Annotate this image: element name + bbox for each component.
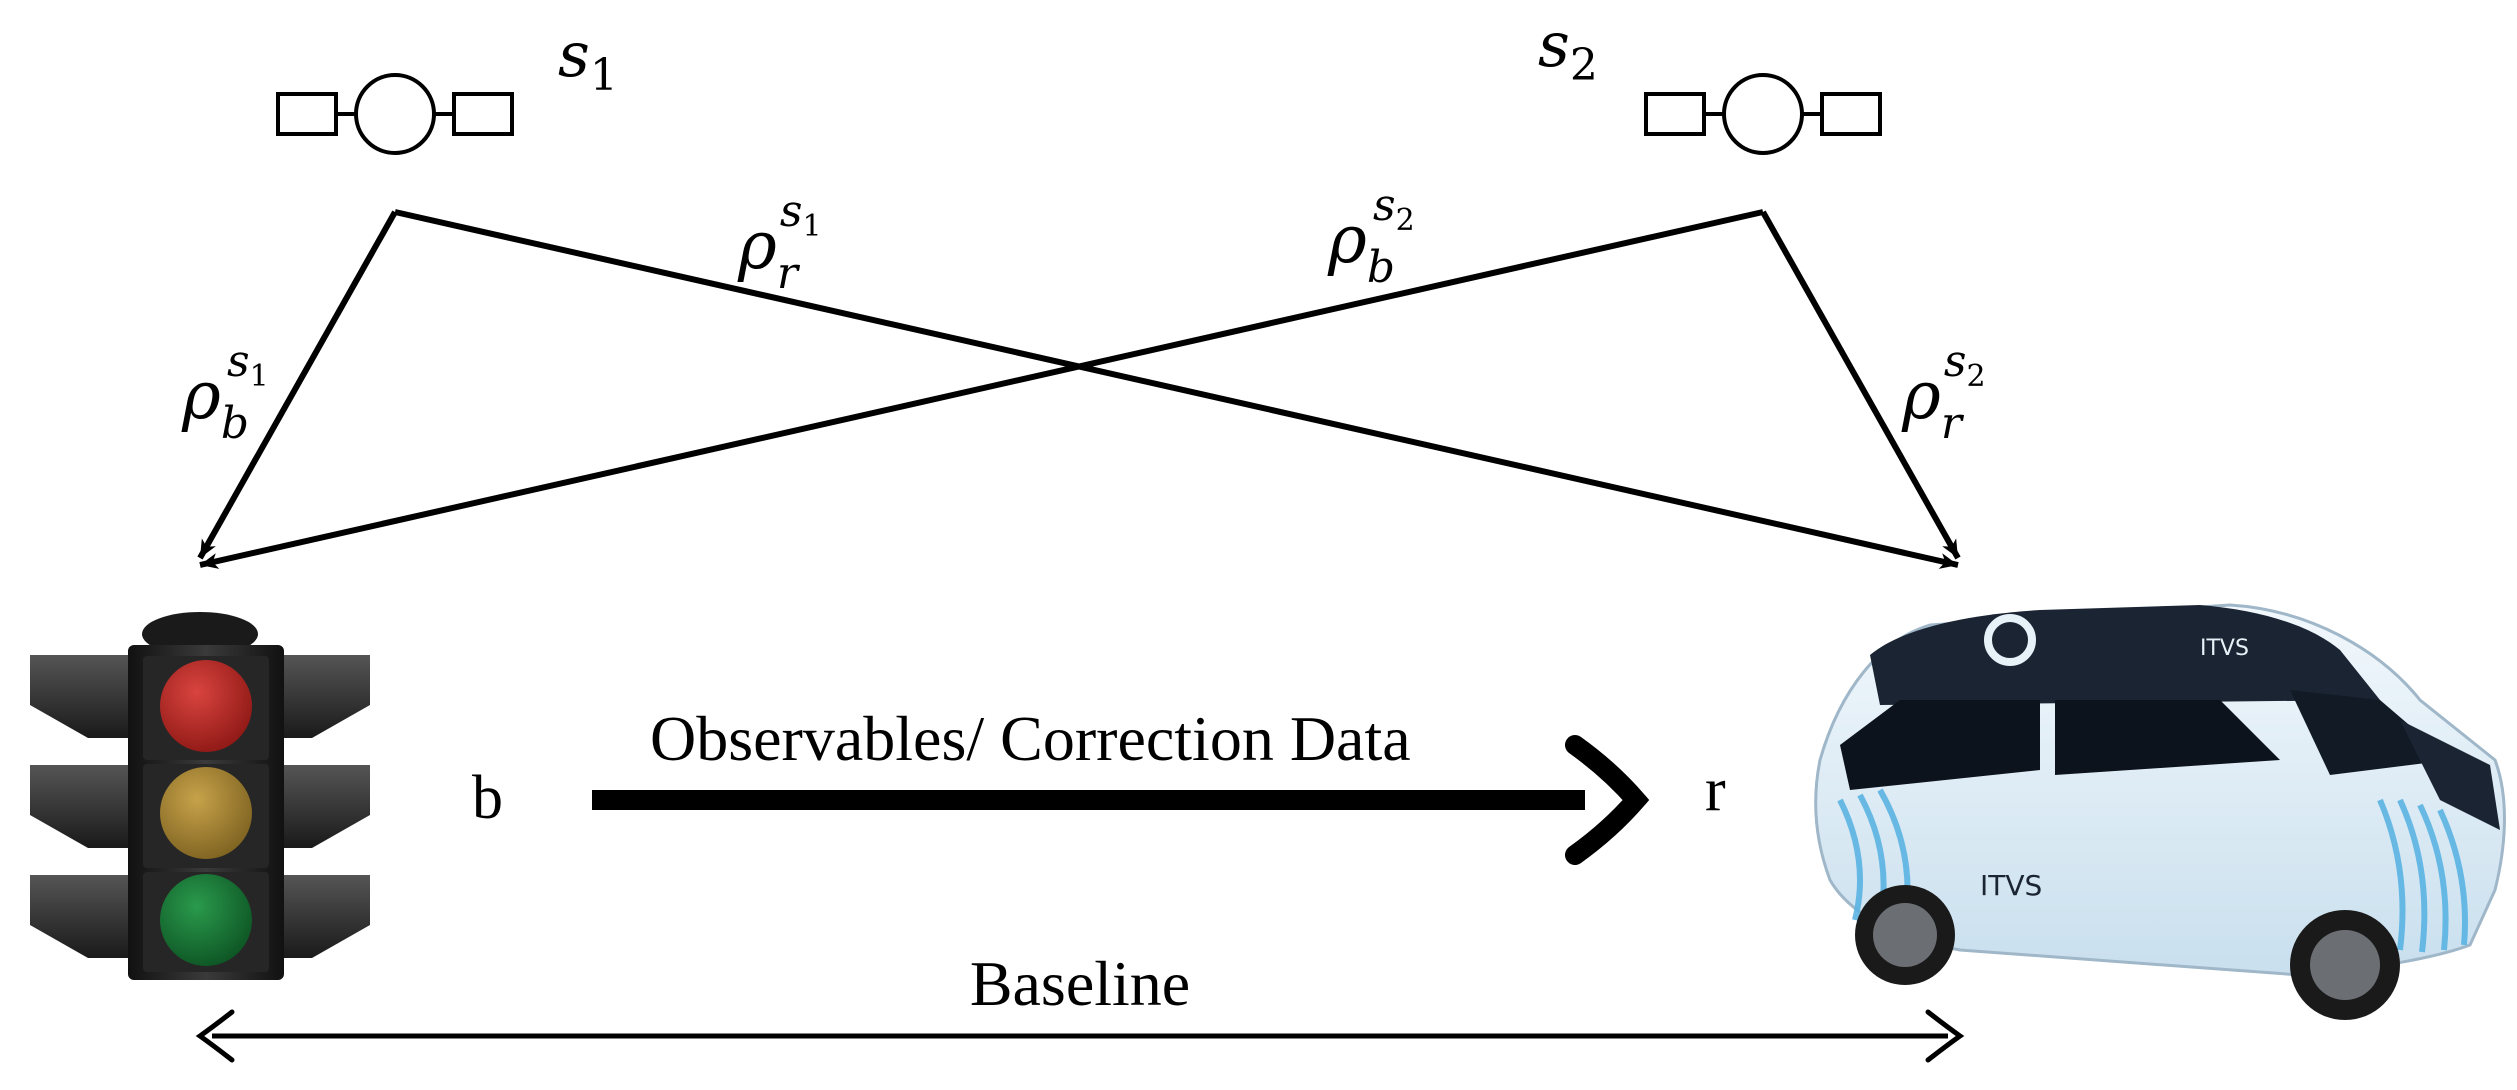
baseline-arrowhead-right [1925, 1009, 1965, 1063]
range-label-rho-r-s2: ρrs2 [1901, 336, 1986, 449]
door-logo: ITVS [1980, 869, 2042, 902]
data-link-label: Observables/ Correction Data [650, 703, 1411, 774]
baseline-label: Baseline [970, 948, 1190, 1019]
satellite-2-label: s2 [1538, 8, 1598, 91]
range-label-rho-b-s1: ρbs1 [181, 336, 269, 449]
red-light [160, 660, 252, 752]
range-s1-to-rover [394, 209, 1959, 569]
baseline-arrowhead-left [195, 1009, 235, 1063]
range-label-rho-b-s2: ρbs2 [1327, 180, 1415, 293]
satellite-1-label: s1 [558, 18, 618, 101]
base-label: b [472, 764, 503, 832]
range-s2-to-base [199, 209, 1764, 569]
range-lines [197, 209, 1961, 569]
yellow-light [160, 767, 252, 859]
range-s1-to-base [197, 210, 398, 560]
traffic-light-icon [30, 612, 370, 980]
car-icon: ITVS ITVS [1814, 603, 2506, 1020]
roof-logo: ITVS [2200, 636, 2249, 661]
range-label-rho-r-s1: ρrs1 [737, 186, 822, 299]
rover-label: r [1705, 756, 1726, 824]
range-s2-to-rover [1760, 210, 1961, 560]
data-link-arrowhead [1565, 735, 1650, 865]
satellite-1-icon [276, 73, 514, 155]
satellite-2-icon [1644, 73, 1882, 155]
green-light [160, 874, 252, 966]
